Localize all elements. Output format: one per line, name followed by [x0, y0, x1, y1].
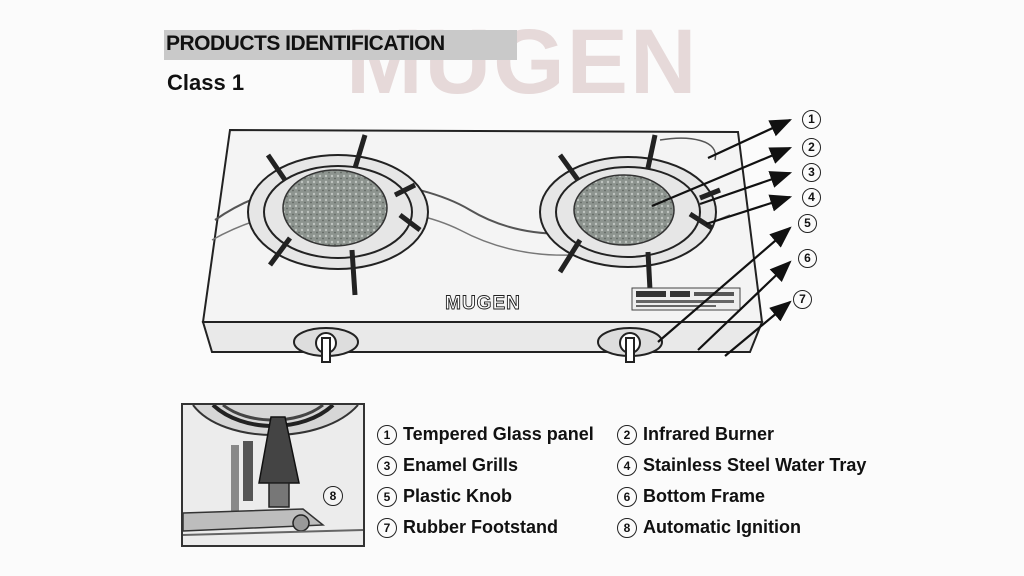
- callout-1: 1: [802, 110, 821, 129]
- page-subtitle: Class 1: [167, 70, 245, 95]
- callout-2: 2: [802, 138, 821, 157]
- legend-label: Bottom Frame: [643, 486, 766, 506]
- callout-4: 4: [802, 188, 821, 207]
- legend-item-7: 7 Rubber Footstand: [377, 517, 558, 538]
- legend-item-6: 6 Bottom Frame: [617, 486, 765, 507]
- callout-6: 6: [798, 249, 817, 268]
- callout-8: 8: [323, 486, 343, 506]
- legend-item-8: 8 Automatic Ignition: [617, 517, 801, 538]
- right-burner: [539, 134, 721, 291]
- brand-logo: MUGEN: [445, 293, 521, 314]
- legend-item-5: 5 Plastic Knob: [377, 486, 512, 507]
- ignition-illustration: [183, 405, 363, 545]
- right-knob: [597, 327, 663, 363]
- legend-label: Infrared Burner: [643, 424, 775, 444]
- rating-plate: [631, 287, 741, 311]
- legend-number: 4: [617, 455, 637, 476]
- legend-item-4: 4 Stainless Steel Water Tray: [617, 455, 866, 476]
- ignition-inset-photo: [181, 403, 365, 547]
- legend-label: Plastic Knob: [403, 486, 513, 506]
- legend-number: 8: [617, 517, 637, 538]
- legend-number: 5: [377, 486, 397, 507]
- page-title: PRODUCTS IDENTIFICATION: [166, 32, 445, 55]
- legend-label: Tempered Glass panel: [403, 424, 594, 444]
- legend-number: 1: [377, 424, 397, 445]
- legend-item-1: 1 Tempered Glass panel: [377, 424, 594, 445]
- legend-number: 7: [377, 517, 397, 538]
- leader-lines: [651, 119, 793, 357]
- left-burner: [247, 134, 429, 296]
- title-highlight: [164, 30, 517, 60]
- legend-label: Rubber Footstand: [403, 517, 558, 537]
- legend-item-2: 2 Infrared Burner: [617, 424, 774, 445]
- watermark: MUGEN: [346, 11, 699, 113]
- legend-number: 3: [377, 455, 397, 476]
- callout-5: 5: [798, 214, 817, 233]
- legend-label: Automatic Ignition: [643, 517, 801, 537]
- legend-number: 2: [617, 424, 637, 445]
- legend-label: Enamel Grills: [403, 455, 519, 475]
- legend-item-3: 3 Enamel Grills: [377, 455, 518, 476]
- legend-number: 6: [617, 486, 637, 507]
- callout-7: 7: [793, 290, 812, 309]
- legend-label: Stainless Steel Water Tray: [643, 455, 867, 475]
- callout-3: 3: [802, 163, 821, 182]
- left-knob: [293, 327, 359, 363]
